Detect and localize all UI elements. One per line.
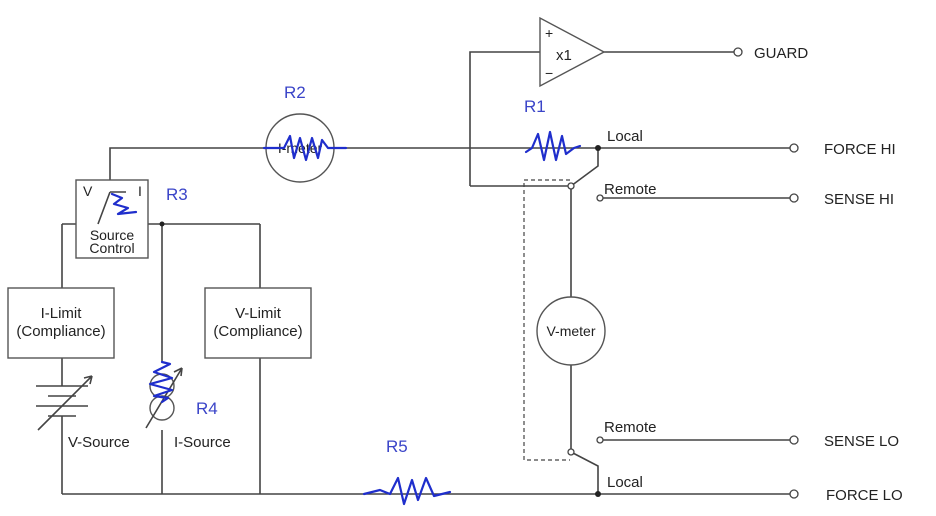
wire-mid-branch	[148, 223, 260, 494]
source-control-i-label: I	[138, 183, 142, 199]
force-hi-terminal	[789, 143, 799, 153]
switch-remote-top-label: Remote	[604, 181, 657, 198]
guard-label: GUARD	[754, 45, 808, 62]
resistor-r5-scribble	[362, 476, 452, 506]
junction-dot	[159, 221, 165, 227]
i-source-label: I-Source	[174, 434, 231, 451]
v-limit-line2: (Compliance)	[213, 323, 302, 340]
resistor-r4-scribble	[148, 360, 174, 404]
switch-contact	[596, 194, 604, 202]
force-lo-terminal	[789, 489, 799, 499]
source-control: V I Source Control	[75, 179, 149, 259]
sense-lo-label: SENSE LO	[824, 433, 899, 450]
switch-bottom-blade	[570, 451, 599, 494]
switch-contact	[596, 436, 604, 444]
source-control-line1: Source	[90, 227, 135, 243]
resistor-r1-scribble	[524, 130, 582, 162]
v-limit-box: V-Limit (Compliance)	[204, 287, 312, 359]
source-control-v-label: V	[83, 183, 93, 199]
switch-top-blade	[570, 148, 599, 187]
v-meter-label: V-meter	[546, 323, 595, 339]
switch-local-top-label: Local	[607, 128, 643, 145]
buffer-gain-label: x1	[556, 47, 572, 64]
v-source-label: V-Source	[68, 434, 130, 451]
switch-contact	[567, 182, 575, 190]
resistor-r3-scribble	[110, 192, 138, 216]
switch-contact	[567, 448, 575, 456]
resistor-r3-label: R3	[166, 185, 188, 204]
buffer-plus-label: +	[545, 25, 553, 41]
v-source: V-Source	[36, 372, 130, 451]
v-limit-line1: V-Limit	[235, 305, 282, 322]
buffer-minus-label: −	[545, 65, 553, 81]
guard-buffer: x1 + −	[539, 16, 606, 88]
v-meter: V-meter	[536, 296, 606, 366]
resistor-r1-label: R1	[524, 97, 546, 116]
i-limit-line2: (Compliance)	[16, 323, 105, 340]
switch-remote-bottom-label: Remote	[604, 419, 657, 436]
sense-hi-label: SENSE HI	[824, 191, 894, 208]
sense-hi-terminal	[789, 193, 799, 203]
sense-lo-terminal	[789, 435, 799, 445]
wire-guard-loop	[469, 51, 570, 187]
force-hi-label: FORCE HI	[824, 141, 896, 158]
switch-local-bottom-label: Local	[607, 474, 643, 491]
resistor-r4-label: R4	[196, 399, 218, 418]
resistor-r2-scribble	[262, 134, 348, 162]
remote-sense-link	[523, 179, 570, 461]
force-lo-label: FORCE LO	[826, 487, 903, 504]
junction-dot	[595, 145, 601, 151]
wire-left-branch	[61, 223, 76, 494]
i-limit-line1: I-Limit	[41, 305, 83, 322]
junction-dot	[595, 491, 601, 497]
wire-force-top	[109, 147, 790, 180]
resistor-r2-label: R2	[284, 83, 306, 102]
source-control-line2: Control	[89, 240, 134, 256]
guard-terminal	[733, 47, 743, 57]
i-source: I-Source	[145, 367, 231, 451]
i-limit-box: I-Limit (Compliance)	[7, 287, 115, 359]
resistor-r5-label: R5	[386, 437, 408, 456]
